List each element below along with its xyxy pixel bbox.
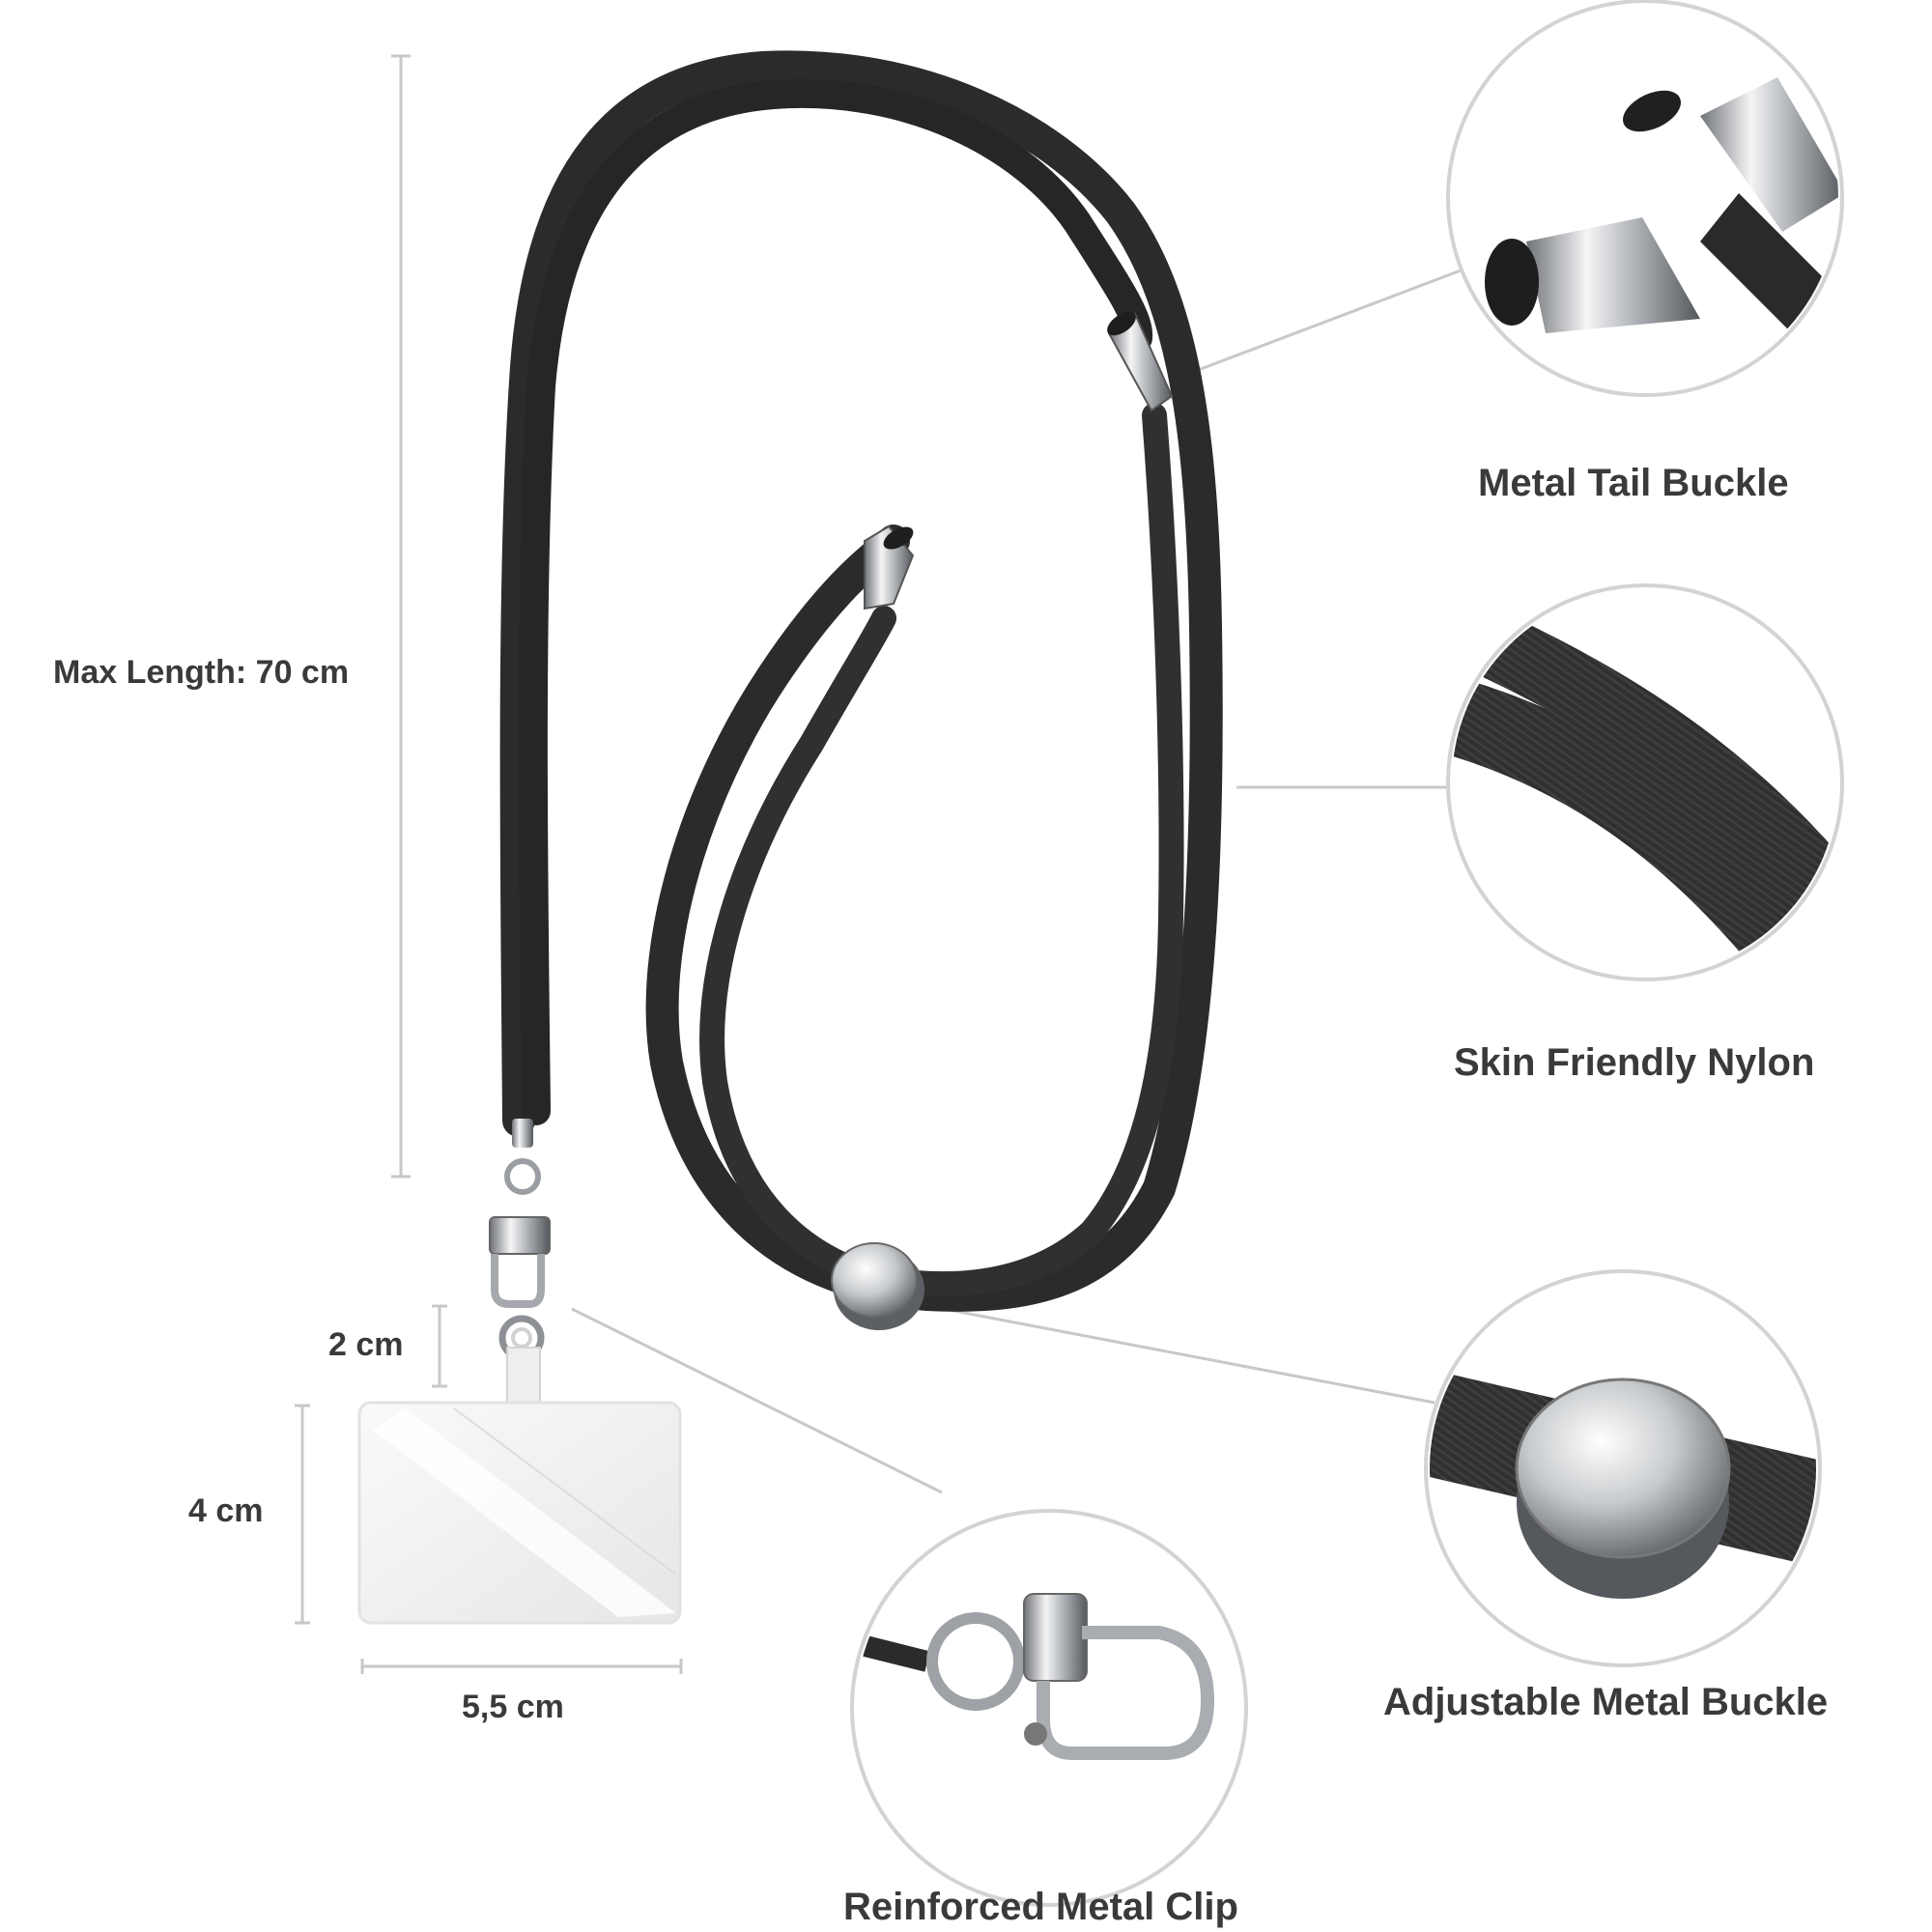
length-dimension-line: [391, 54, 411, 1179]
tab-height-dimension-line: [432, 1304, 447, 1388]
adjustable-bead: [831, 1242, 924, 1330]
callout-circle-nylon: [1446, 583, 1844, 981]
phone-adapter-card: [357, 1347, 682, 1625]
callout-circle-adjustable-buckle: [1424, 1269, 1822, 1667]
callout-circle-metal-clip: [850, 1509, 1248, 1907]
feature-label-tail-buckle: Metal Tail Buckle: [1478, 462, 1789, 504]
feature-label-nylon: Skin Friendly Nylon: [1454, 1041, 1815, 1084]
card-height-label: 4 cm: [188, 1492, 264, 1529]
card-width-label: 5,5 cm: [462, 1689, 564, 1725]
tail-buckle-upper: [1107, 311, 1174, 412]
lanyard-clip: [489, 1119, 551, 1361]
feature-label-adjustable-buckle: Adjustable Metal Buckle: [1383, 1681, 1829, 1723]
max-length-label: Max Length: 70 cm: [53, 654, 350, 691]
card-height-dimension-line: [295, 1404, 310, 1625]
tab-height-label: 2 cm: [328, 1326, 404, 1363]
feature-label-metal-clip: Reinforced Metal Clip: [843, 1886, 1238, 1928]
callout-leader-lines: [571, 269, 1462, 1494]
card-width-dimension-line: [360, 1659, 683, 1674]
tail-buckle-lower: [864, 525, 915, 611]
callout-circle-tail-buckle: [1446, 0, 1844, 397]
lanyard-cord: [499, 50, 1223, 1312]
